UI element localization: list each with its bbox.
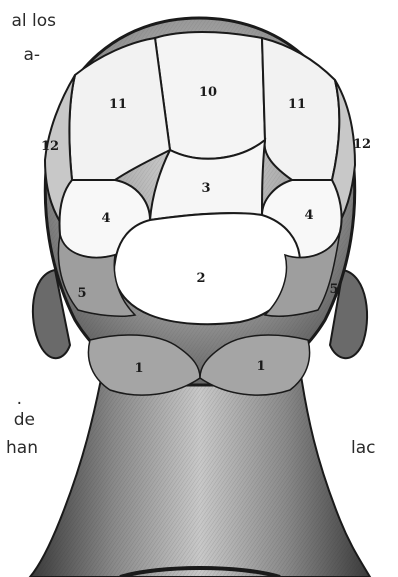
region-label-11-left: 11	[109, 97, 127, 112]
region-label-4-left: 4	[101, 211, 110, 226]
region-label-1-right: 1	[256, 359, 265, 374]
region-label-12-left: 12	[41, 139, 59, 154]
region-label-5-left: 5	[77, 286, 86, 301]
region-label-3: 3	[201, 181, 210, 196]
region-label-5-right: 5	[329, 282, 338, 297]
region-label-2: 2	[196, 271, 205, 286]
region-label-4-right: 4	[304, 208, 313, 223]
region-label-1-left: 1	[134, 361, 143, 376]
region-label-12-right: 12	[353, 137, 371, 152]
region-label-10: 10	[199, 85, 217, 100]
region-label-11-right: 11	[288, 97, 306, 112]
